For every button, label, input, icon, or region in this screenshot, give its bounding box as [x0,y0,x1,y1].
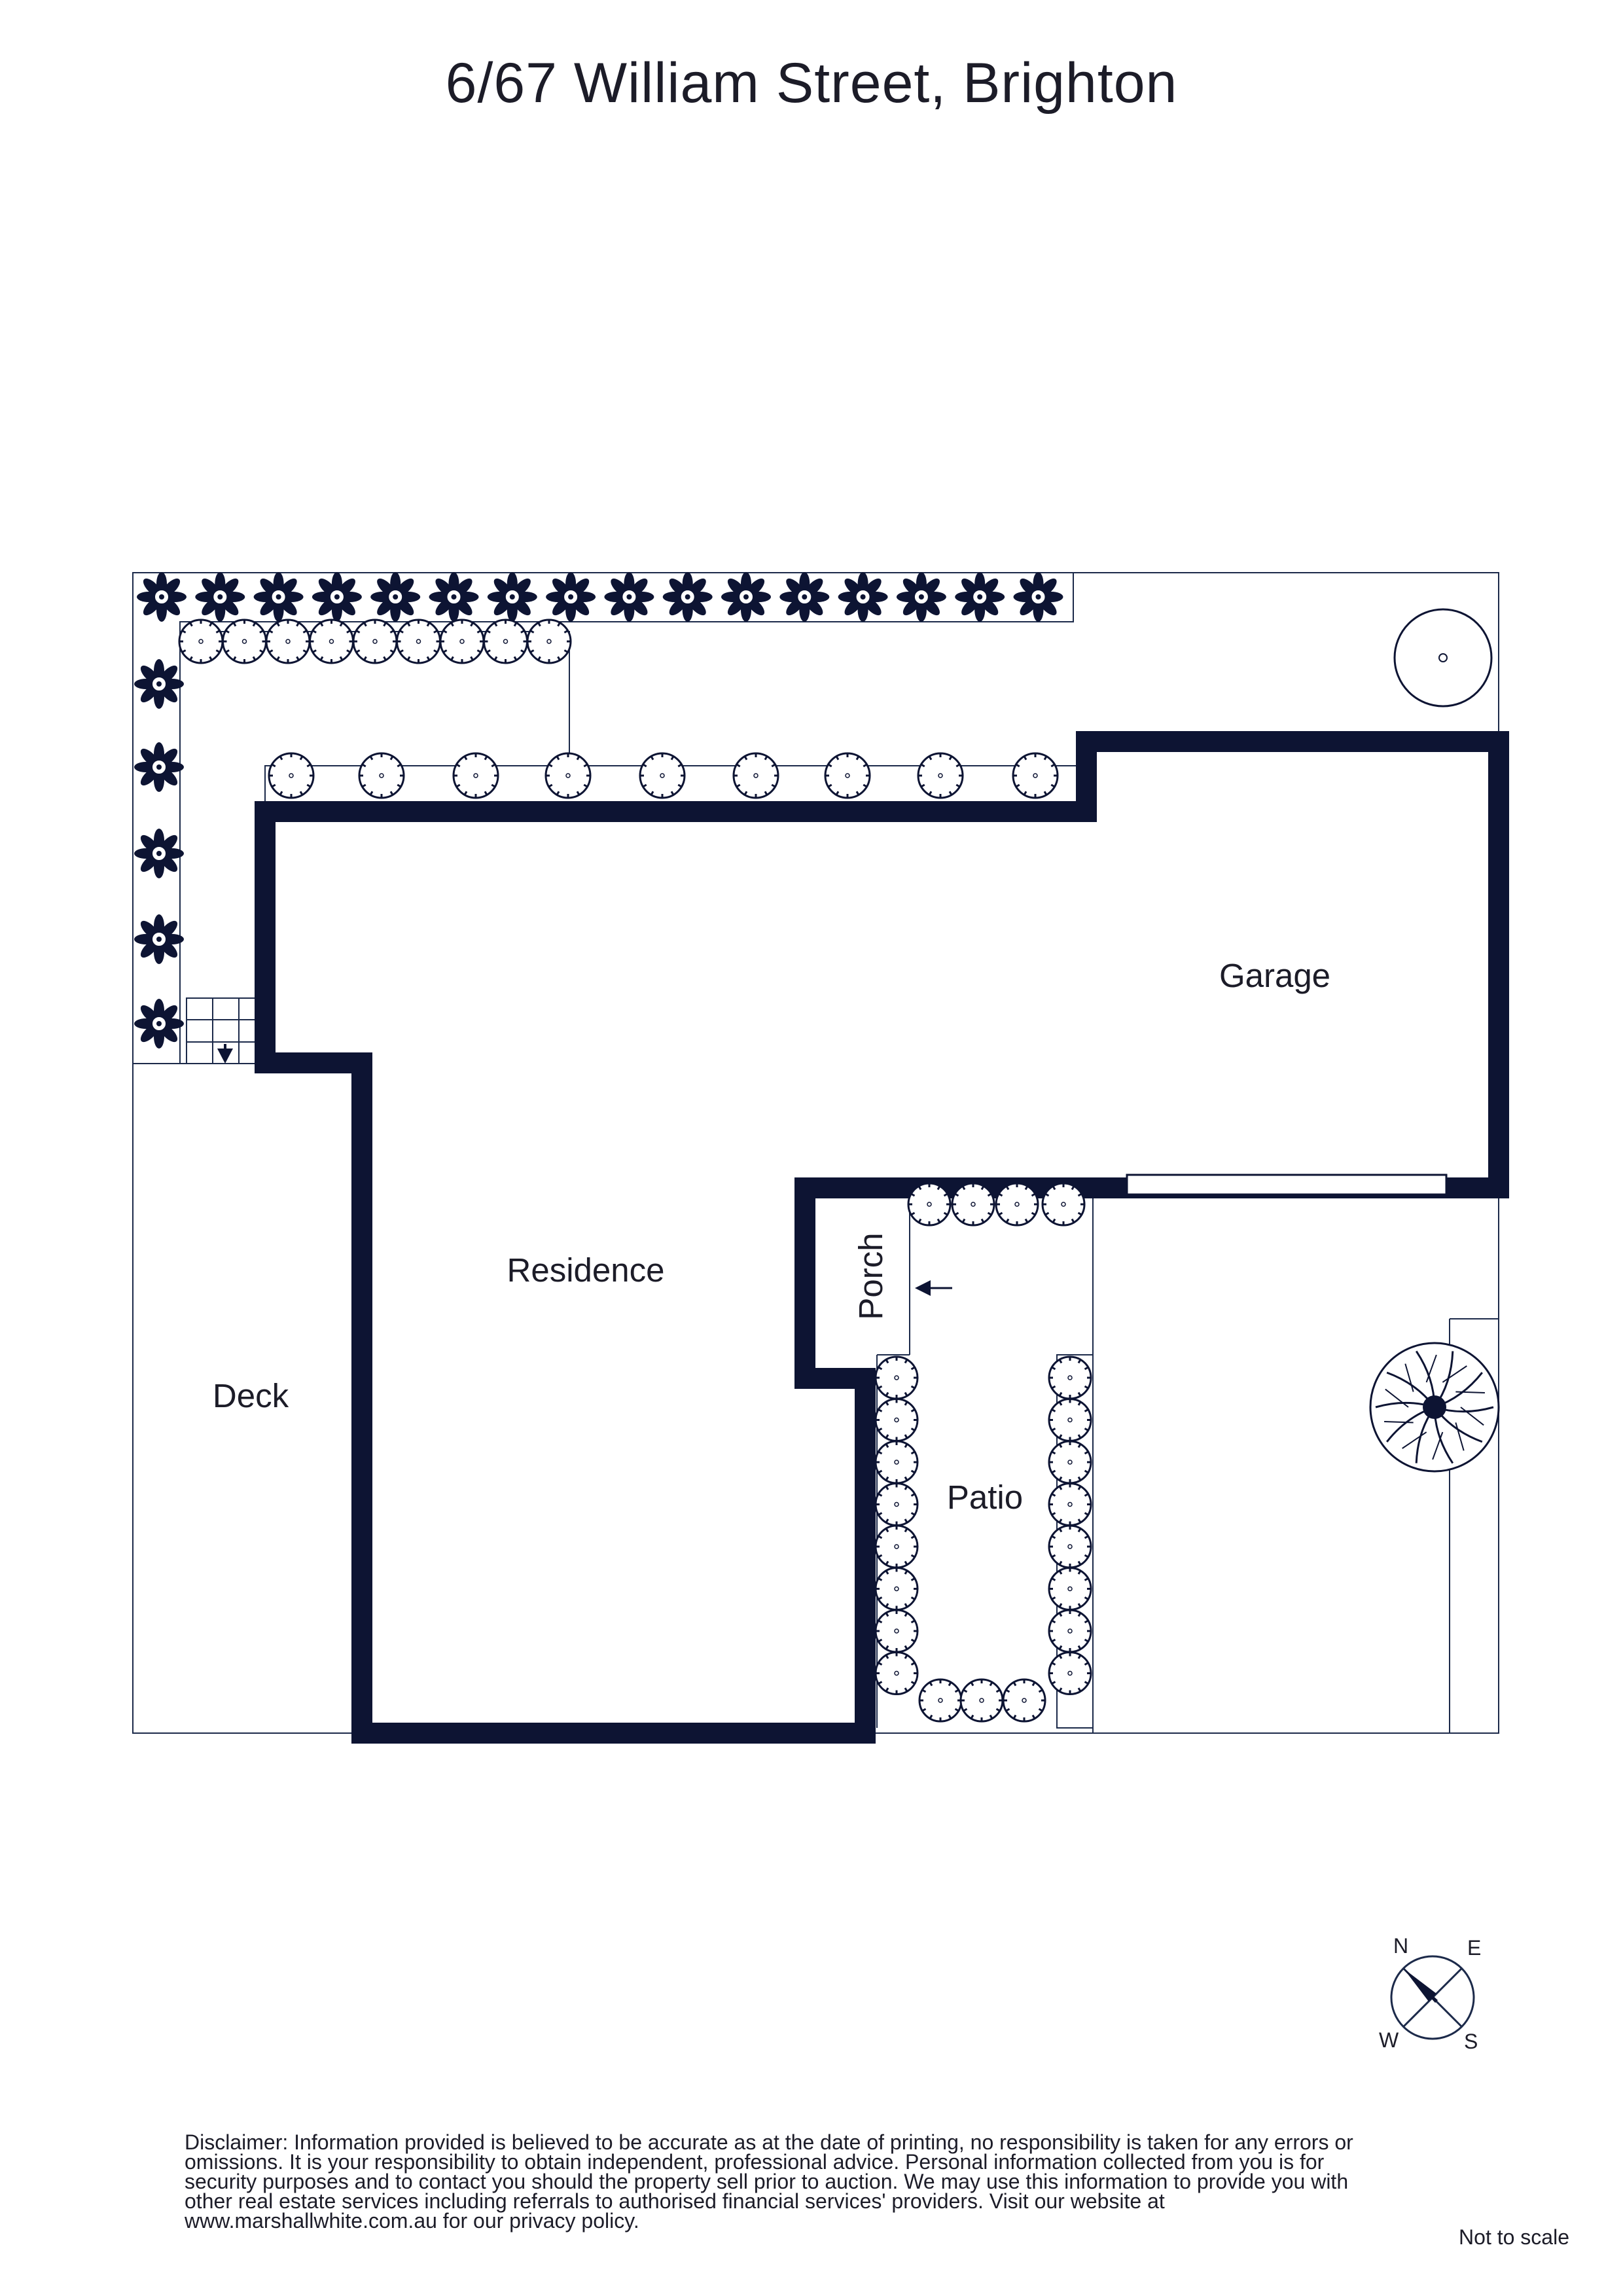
compass-icon: N E W S [1379,1934,1481,2053]
bush-icon [874,1355,919,1400]
shrub-icon [312,572,362,622]
stair-arrow [217,1044,233,1064]
disclaimer-text: Disclaimer: Information provided is beli… [185,2130,1353,2233]
shrub-icon [721,572,771,622]
shrub-icon [779,572,830,622]
bush-icon [178,619,224,664]
bush-icon [1012,752,1059,799]
bush-icon [439,619,485,664]
room-label-patio: Patio [947,1479,1023,1516]
bush-icon [874,1567,919,1611]
room-label-garage: Garage [1219,957,1330,994]
bush-icon [1041,1182,1086,1227]
compass-n: N [1393,1934,1408,1958]
bush-icon [268,752,315,799]
bush-icon [874,1609,919,1653]
shrub-icon [134,914,184,964]
bush-icon [917,752,964,799]
shrub-icon [134,999,184,1049]
bush-icon [358,752,405,799]
bush-icon [824,752,871,799]
bush-icon [526,619,572,664]
bush-icon [352,619,398,664]
shrub-icon [195,572,245,622]
bush-icon [874,1440,919,1484]
bush-icon [907,1182,952,1227]
shrub-icon [604,572,654,622]
bush-icon [1002,1678,1046,1723]
bush-icon [452,752,499,799]
bush-icon [995,1182,1039,1227]
bush-icon [265,619,311,664]
entry-arrow [915,1280,952,1296]
shrub-icon [134,659,184,709]
bush-icon [959,1678,1004,1723]
compass-s: S [1464,2030,1478,2053]
shrub-icon [896,572,946,622]
compass-e: E [1467,1936,1481,1960]
shrub-icon [253,572,304,622]
scale-note: Not to scale [1459,2225,1569,2249]
bush-icon [1048,1651,1092,1695]
shrub-icon [487,572,537,622]
hedge-plants [178,619,1092,1723]
bush-icon [951,1182,995,1227]
bush-icon [874,1482,919,1526]
bush-icon [483,619,528,664]
room-label-porch: Porch [852,1232,889,1319]
bush-icon [1048,1524,1092,1569]
deciduous-tree-icon [1369,1342,1500,1473]
bush-icon [918,1678,963,1723]
shrub-icon [429,572,479,622]
compass-w: W [1379,2028,1399,2052]
bush-icon [1048,1482,1092,1526]
shrub-icon [838,572,888,622]
room-label-deck: Deck [213,1377,289,1414]
shrub-icon [134,742,184,792]
shrub-icon [1013,572,1063,622]
shrub-icon [134,829,184,878]
shrub-icon [955,572,1005,622]
page-title: 6/67 William Street, Brighton [445,52,1178,115]
room-label-residence: Residence [507,1251,665,1289]
bush-icon [639,752,686,799]
bush-icon [396,619,441,664]
bush-icon [1048,1355,1092,1400]
exterior-walls [255,731,1509,1744]
garage-door-opening [1126,1174,1448,1196]
bush-icon [874,1398,919,1442]
shrub-icon [137,572,187,622]
shrub-icon [662,572,713,622]
bush-icon [1048,1398,1092,1442]
tree-icon [1393,608,1493,708]
bush-icon [732,752,779,799]
shrub-icon [370,572,421,622]
bush-icon [222,619,267,664]
bush-icon [309,619,354,664]
bush-icon [544,752,592,799]
bush-icon [874,1524,919,1569]
shrub-icon [546,572,596,622]
shrub-row [134,572,1063,1049]
bush-icon [1048,1440,1092,1484]
bush-icon [1048,1609,1092,1653]
bush-icon [1048,1567,1092,1611]
bush-icon [874,1651,919,1695]
